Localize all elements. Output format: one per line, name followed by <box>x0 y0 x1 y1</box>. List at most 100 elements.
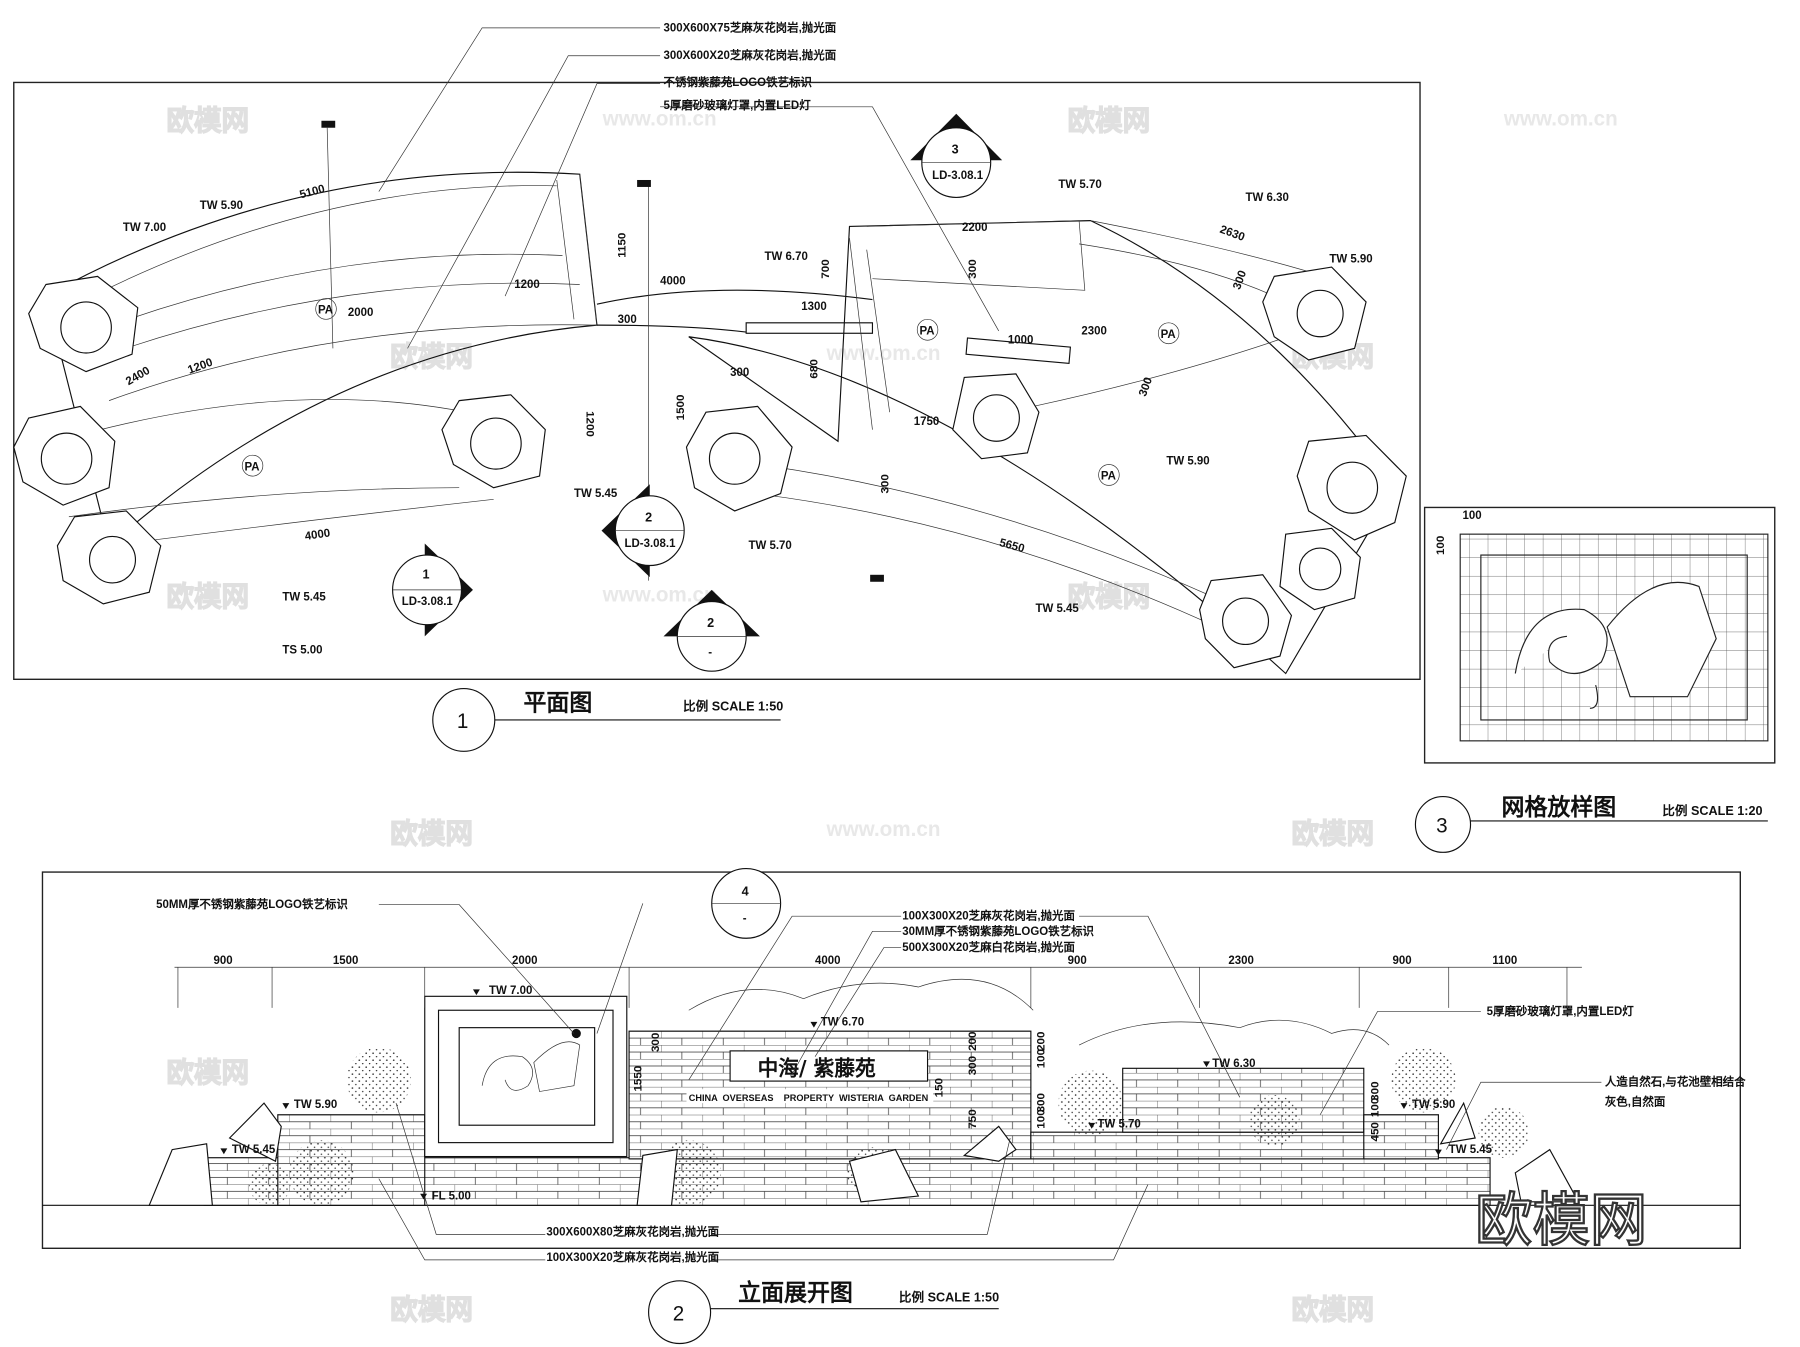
drawing-number: 3 <box>1436 814 1447 837</box>
level-label: TW 5.90 <box>1329 253 1372 265</box>
dimension: 1300 <box>801 301 827 313</box>
dimension: 450 <box>1370 1122 1382 1141</box>
elevation-dimensions: 900 1500 2000 4000 900 2300 900 1100 300… <box>214 955 1518 1142</box>
watermark-logo: 欧模网 <box>1068 104 1151 137</box>
dimension: 100 <box>1036 1109 1048 1128</box>
detail-marker-4[interactable]: 4 - <box>711 868 782 939</box>
grid-title-block: 3 网格放样图 比例 SCALE 1:20 <box>1414 794 1768 853</box>
dimension: 1150 <box>617 233 629 258</box>
dimension: 100 <box>1435 536 1447 555</box>
dimension: 300 <box>967 259 979 278</box>
dimension: 1200 <box>514 279 540 291</box>
pa-label: PA <box>318 304 334 316</box>
stone-note: 人造自然石,与花池壁相结合 <box>1605 1075 1746 1089</box>
dimension: 1750 <box>914 416 940 428</box>
watermark-logo: 欧模网 <box>1291 1293 1374 1326</box>
elevation-callouts: 50MM厚不锈钢紫藤苑LOGO铁艺标识 100X300X20芝麻灰花岗岩,抛光面… <box>156 897 1746 1264</box>
callout-label: 5厚磨砂玻璃灯罩,内置LED灯 <box>664 98 812 112</box>
level-label: TW 5.45 <box>232 1144 276 1156</box>
dimension: 1500 <box>675 395 687 421</box>
tree-pits <box>13 266 1407 669</box>
watermark-logo: 欧模网 <box>166 104 249 137</box>
dimension: 300 <box>730 367 749 379</box>
plan-frame <box>13 81 1421 681</box>
level-label: TW 6.30 <box>1212 1058 1255 1070</box>
sign-english-text: CHINA OVERSEAS PROPERTY WISTERIA GARDEN <box>689 1093 929 1103</box>
level-label: FL 5.00 <box>432 1190 471 1202</box>
level-label: TW 5.90 <box>1166 455 1209 467</box>
pa-label: PA <box>245 461 261 473</box>
dimension: 200 <box>1036 1032 1048 1051</box>
dimension: 5100 <box>298 183 326 201</box>
callout-label: 30MM厚不锈钢紫藤苑LOGO铁艺标识 <box>902 924 1094 938</box>
pa-label: PA <box>1161 329 1177 341</box>
dimension: 700 <box>820 259 832 278</box>
drawing-number: 1 <box>457 710 468 733</box>
level-label: TW 5.45 <box>282 591 326 603</box>
watermark-logo: 欧模网 <box>1291 817 1374 850</box>
section-number: 1 <box>422 567 429 581</box>
callout-label: 50MM厚不锈钢紫藤苑LOGO铁艺标识 <box>156 897 348 911</box>
level-label: TW 5.90 <box>1412 1099 1455 1111</box>
watermark-logo: 欧模网 <box>166 1056 249 1089</box>
section-marker-3[interactable]: 3 LD-3.08.1 <box>910 113 1003 198</box>
section-ref: - <box>708 647 712 659</box>
stone-note: 灰色,自然面 <box>1605 1094 1666 1108</box>
grid-detail-view: 100 100 3 网格放样图 比例 SCALE 1:20 <box>1414 506 1776 853</box>
level-label: TW 6.70 <box>821 1016 864 1028</box>
level-label: TW 5.45 <box>1449 1144 1493 1156</box>
dimension: 300 <box>1370 1081 1382 1100</box>
section-markers: 1 LD-3.08.1 2 LD-3.08.1 3 LD-3.08.1 2 - <box>392 113 1003 672</box>
dimension: 5650 <box>998 537 1026 555</box>
callout-label: 不锈钢紫藤苑LOGO铁艺标识 <box>664 75 813 89</box>
dimension: 300 <box>618 314 637 326</box>
drawing-title: 网格放样图 <box>1502 794 1617 821</box>
dimension: 200 <box>967 1032 979 1051</box>
level-label: TW 7.00 <box>489 985 532 997</box>
level-label: TS 5.00 <box>282 645 322 657</box>
callout-label: 300X600X80芝麻灰花岗岩,抛光面 <box>546 1224 719 1238</box>
dimension: 900 <box>214 955 233 967</box>
watermark-url: www.om.cn <box>826 818 941 841</box>
dimension: 1200 <box>186 357 214 377</box>
dimension: 4000 <box>660 275 686 287</box>
dimension: 900 <box>1392 955 1411 967</box>
section-ref: LD-3.08.1 <box>624 538 676 550</box>
watermark-url: www.om.cn <box>602 583 717 606</box>
section-marker-1[interactable]: 1 LD-3.08.1 <box>392 543 473 637</box>
planting-area-markers: PA PA PA PA PA <box>241 298 1180 486</box>
dimension: 2000 <box>348 307 374 319</box>
level-label: TW 5.70 <box>748 540 791 552</box>
level-label: TW 5.45 <box>574 488 618 500</box>
dimension: 300 <box>1036 1093 1048 1112</box>
dimension: 300 <box>967 1056 979 1075</box>
callout-label: 500X300X20芝麻白花岗岩,抛光面 <box>902 940 1075 954</box>
pa-label: PA <box>920 325 936 337</box>
plan-view: 300X600X75芝麻灰花岗岩,抛光面 300X600X20芝麻灰花岗岩,抛光… <box>13 20 1421 752</box>
dimension: 1500 <box>333 955 359 967</box>
dimension: 100 <box>1036 1049 1048 1068</box>
section-marker-2[interactable]: 2 LD-3.08.1 <box>601 484 685 578</box>
watermark-url: www.om.cn <box>602 107 717 130</box>
plan-level-labels: TW 5.90 TW 7.00 TW 6.70 TW 5.70 TW 6.30 … <box>123 179 1373 657</box>
dimension: 300 <box>880 474 892 493</box>
dimension: 150 <box>934 1078 946 1097</box>
dimension: 2400 <box>124 365 152 388</box>
plan-callouts: 300X600X75芝麻灰花岗岩,抛光面 300X600X20芝麻灰花岗岩,抛光… <box>664 20 837 112</box>
watermark-logo: 欧模网 <box>390 817 473 850</box>
callout-label: 300X600X75芝麻灰花岗岩,抛光面 <box>664 20 837 34</box>
dimension: 1200 <box>584 411 596 437</box>
watermark-logo: 欧模网 <box>166 580 249 613</box>
drawing-title: 立面展开图 <box>738 1279 853 1306</box>
dimension: 300 <box>1231 269 1249 291</box>
dimension: 4000 <box>304 527 331 543</box>
dimension: 2200 <box>962 222 988 234</box>
drawing-scale: 比例 SCALE 1:20 <box>1662 803 1762 818</box>
drawing-number: 2 <box>673 1302 684 1325</box>
section-number: 2 <box>707 616 714 630</box>
dimension: 300 <box>1137 376 1155 398</box>
callout-label: 100X300X20芝麻灰花岗岩,抛光面 <box>546 1250 719 1264</box>
section-marker-2-elevation[interactable]: 2 - <box>663 589 760 672</box>
watermark-logo: 欧模网 <box>390 1293 473 1326</box>
